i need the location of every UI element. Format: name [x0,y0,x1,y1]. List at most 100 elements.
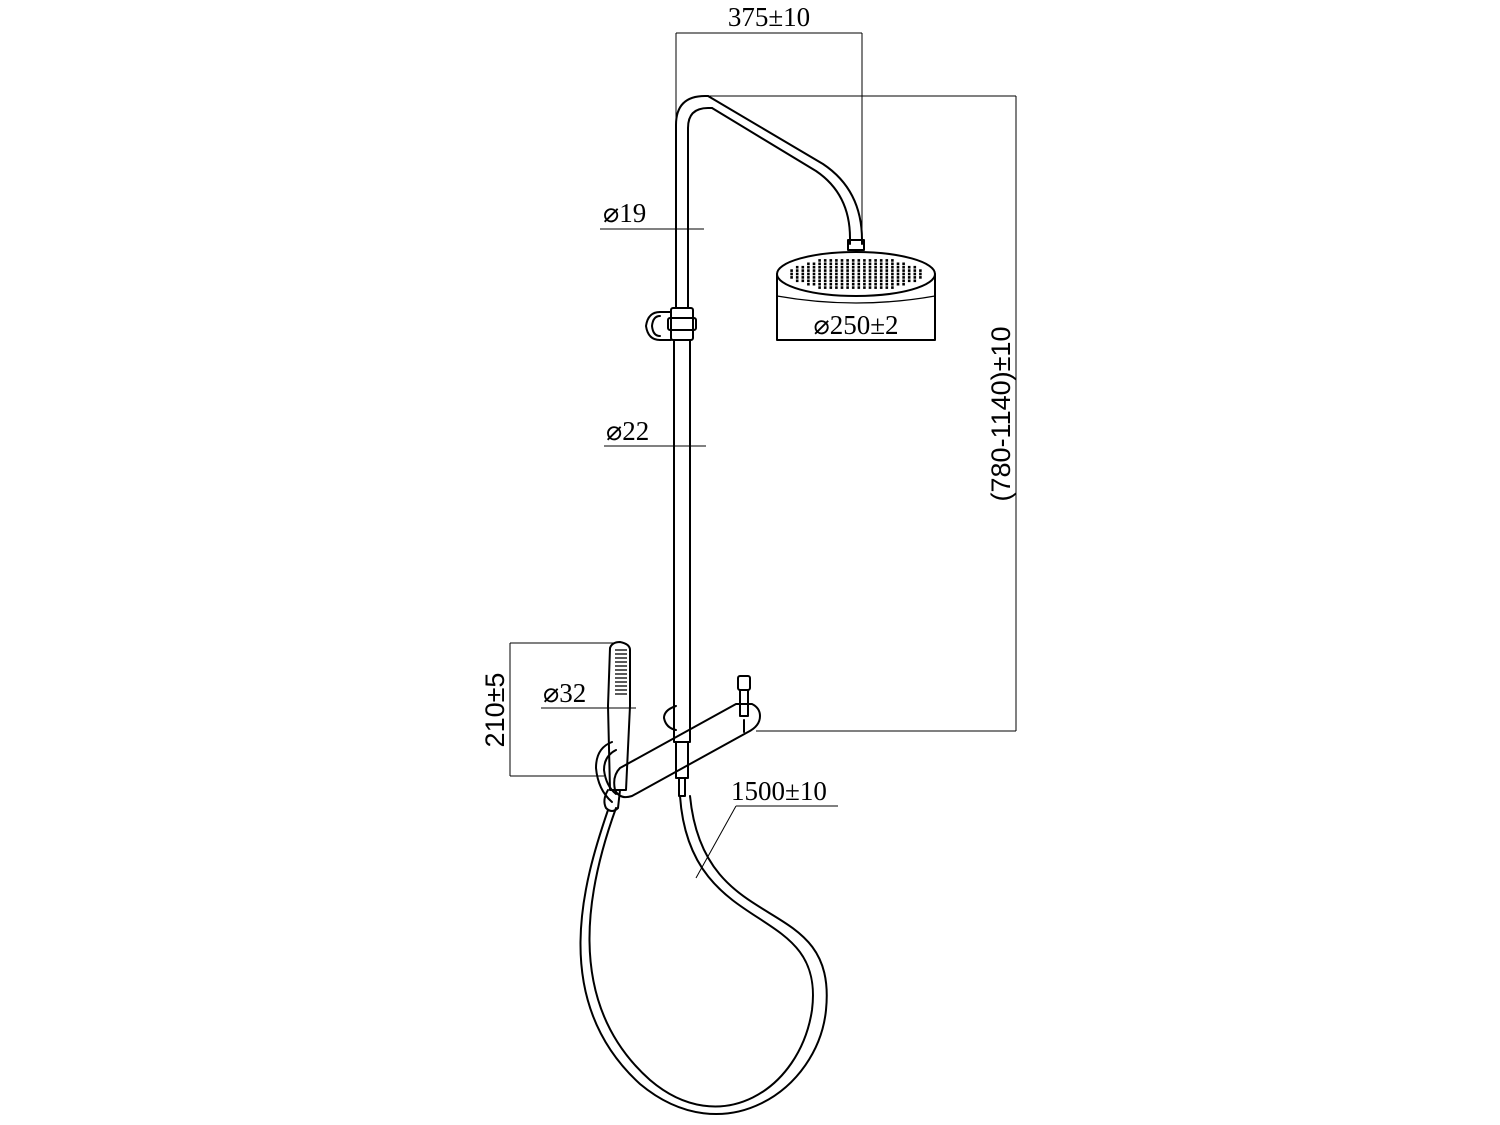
nozzle-dot [857,276,861,279]
nozzle-dot [885,265,889,269]
nozzle-dot [812,265,816,269]
nozzle-dot [863,259,866,262]
nozzle-dot [885,276,889,279]
nozzle-dot [795,265,799,269]
nozzle-dot [851,269,855,272]
nozzle-dot [807,272,810,276]
nozzle-dot [812,272,816,276]
nozzle-dot [823,276,827,279]
nozzle-dot [795,269,799,272]
nozzle-dot [835,286,838,289]
nozzle-dot [840,279,844,283]
nozzle-dot [846,265,849,269]
dim-hand-shower-length: 210±5 [480,642,616,777]
nozzle-dot [835,272,838,276]
nozzle-dot [840,276,844,279]
nozzle-dot [840,282,844,286]
nozzle-dot [863,279,866,283]
nozzle-dot [874,269,877,272]
nozzle-dot [857,269,861,272]
nozzle-dot [885,272,889,276]
nozzle-dot [857,265,861,269]
nozzle-dot [851,265,855,269]
nozzle-dot [818,282,821,286]
nozzle-dot [863,286,866,289]
nozzle-dot [879,286,883,289]
nozzle-dot [891,286,894,289]
nozzle-dot [823,262,827,266]
nozzle-dot [879,282,883,286]
dim-hand-shower-diameter: ⌀32 [541,678,636,709]
nozzle-dot [874,276,877,279]
nozzle-dot [857,279,861,283]
nozzle-dot [919,269,922,272]
nozzle-dot [840,262,844,266]
dim-lower-pipe: ⌀22 [604,416,706,447]
nozzle-dot [840,272,844,276]
nozzle-dot [835,259,838,262]
nozzle-dot [868,276,872,279]
nozzle-dot [846,282,849,286]
nozzle-dot [879,262,883,266]
nozzle-dot [829,276,833,279]
nozzle-dot [823,259,827,262]
nozzle-dot [829,282,833,286]
nozzle-dot [874,259,877,262]
nozzle-dot [823,282,827,286]
nozzle-dot [846,262,849,266]
nozzle-dot [857,282,861,286]
nozzle-dot [896,262,900,266]
nozzle-dot [818,269,821,272]
nozzle-dot [846,279,849,283]
dim-arm-reach-label: 375±10 [728,2,810,32]
shower-head [776,251,936,341]
nozzle-dot [896,269,900,272]
nozzle-dot [795,276,799,279]
nozzle-dot [818,279,821,283]
nozzle-dot [863,265,866,269]
nozzle-dot [835,276,838,279]
nozzle-dot [801,279,805,283]
nozzle-dot [891,276,894,279]
nozzle-dot [885,279,889,283]
nozzle-dot [812,276,816,279]
nozzle-dot [891,279,894,283]
nozzle-dot [857,262,861,266]
nozzle-dot [879,265,883,269]
nozzle-dot [913,269,917,272]
dim-hand-shower-diameter-label: ⌀32 [543,678,586,708]
nozzle-dot [790,272,793,276]
nozzle-dot [840,269,844,272]
nozzle-dot [857,286,861,289]
nozzle-dot [851,262,855,266]
hand-shower-nozzles [615,649,627,695]
nozzle-dot [879,272,883,276]
nozzle-dot [807,262,810,266]
nozzle-dot [846,259,849,262]
nozzle-dot [829,265,833,269]
nozzle-dot [907,269,911,272]
nozzle-dot [835,269,838,272]
nozzle-dot [907,265,911,269]
dim-total-height-label: (780-1140)±10 [986,327,1016,502]
nozzle-dot [840,286,844,289]
nozzle-dot [913,272,917,276]
nozzle-dot [874,262,877,266]
nozzle-dot [857,272,861,276]
nozzle-dot [913,276,917,279]
nozzle-dot [818,259,821,262]
nozzle-dot [874,265,877,269]
nozzle-dot [902,272,905,276]
riser-pipe [673,95,713,713]
nozzle-dot [818,276,821,279]
nozzle-dot [902,276,905,279]
nozzle-dot [885,259,889,262]
nozzle-dot [823,272,827,276]
nozzle-dot [846,272,849,276]
nozzle-dot [868,259,872,262]
nozzle-dot [801,269,805,272]
shower-arm [707,95,865,251]
nozzle-dot [807,279,810,283]
slide-bracket [645,307,697,341]
